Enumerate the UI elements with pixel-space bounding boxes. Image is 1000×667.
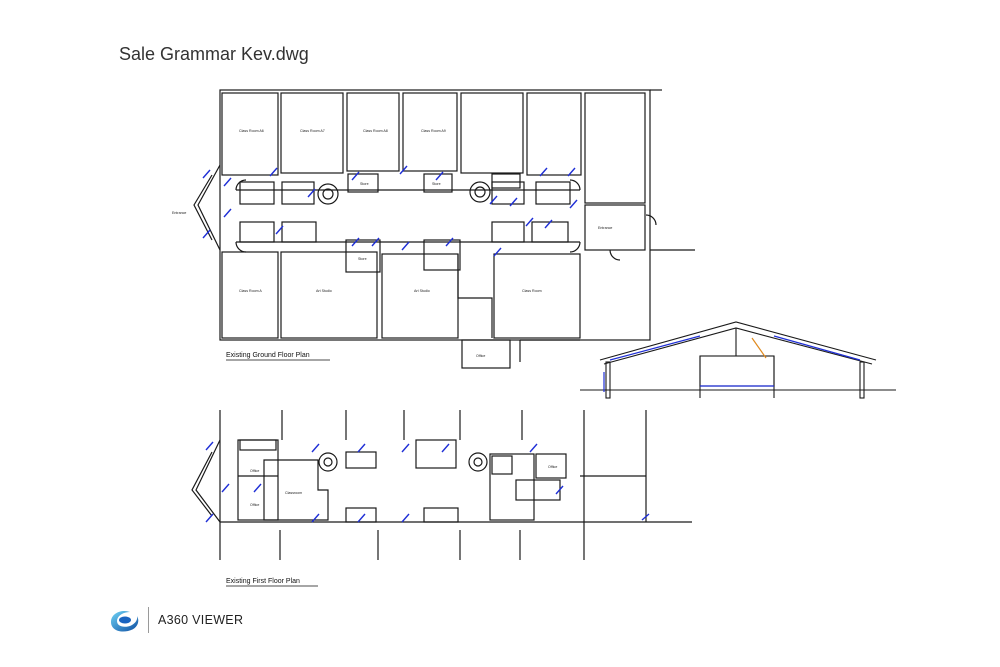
ground-floor-label: Existing Ground Floor Plan (226, 352, 310, 359)
label-ff-office-1: Office (250, 469, 259, 473)
label-art-studio-2: Art Studio (414, 289, 430, 293)
label-class-room: Class Room (522, 289, 542, 293)
label-class-a: Class Room A (239, 289, 262, 293)
footer-separator (148, 607, 149, 633)
label-ff-office-2: Office (250, 503, 259, 507)
viewer-brand-label: A360 VIEWER (158, 613, 244, 627)
label-store-3: Store (358, 257, 367, 261)
section-markers (603, 335, 861, 392)
ground-outer-wall (219, 89, 651, 341)
room-class-a9 (402, 92, 458, 172)
label-ff-office-3: Office (548, 465, 557, 469)
first-floor-label: Existing First Floor Plan (226, 578, 300, 585)
room-class-a7 (280, 92, 344, 174)
room-class-a6 (221, 92, 279, 176)
label-class-a6: Class Room A6 (239, 129, 264, 133)
viewer-footer: A360 VIEWER (108, 606, 243, 634)
label-class-a7: Class Room A7 (300, 129, 325, 133)
building-section (580, 321, 896, 399)
room-class-a (221, 251, 279, 339)
room-class-a8 (346, 92, 400, 172)
room-class-room (493, 253, 581, 339)
label-store-1: Store (360, 182, 369, 186)
room-art-studio (280, 251, 378, 339)
label-class-a8: Class Room A8 (363, 129, 388, 133)
ground-floor-markers (202, 165, 578, 257)
first-floor-markers (205, 441, 650, 523)
label-ff-classroom: Classroom (285, 491, 302, 495)
label-office: Office (476, 354, 485, 358)
label-art-studio: Art Studio (316, 289, 332, 293)
a360-logo-icon (111, 611, 139, 632)
first-floor-plan (191, 410, 692, 560)
ground-floor-plan (193, 89, 695, 369)
label-entrance-left: Entrance (172, 211, 186, 215)
label-class-a9: Class Room A9 (421, 129, 446, 133)
room-art-studio-2 (381, 253, 459, 339)
label-store-2: Store (432, 182, 441, 186)
label-entrance-right: Entrance (598, 226, 612, 230)
section-highlight (751, 337, 767, 359)
document-title: Sale Grammar Kev.dwg (119, 44, 309, 64)
